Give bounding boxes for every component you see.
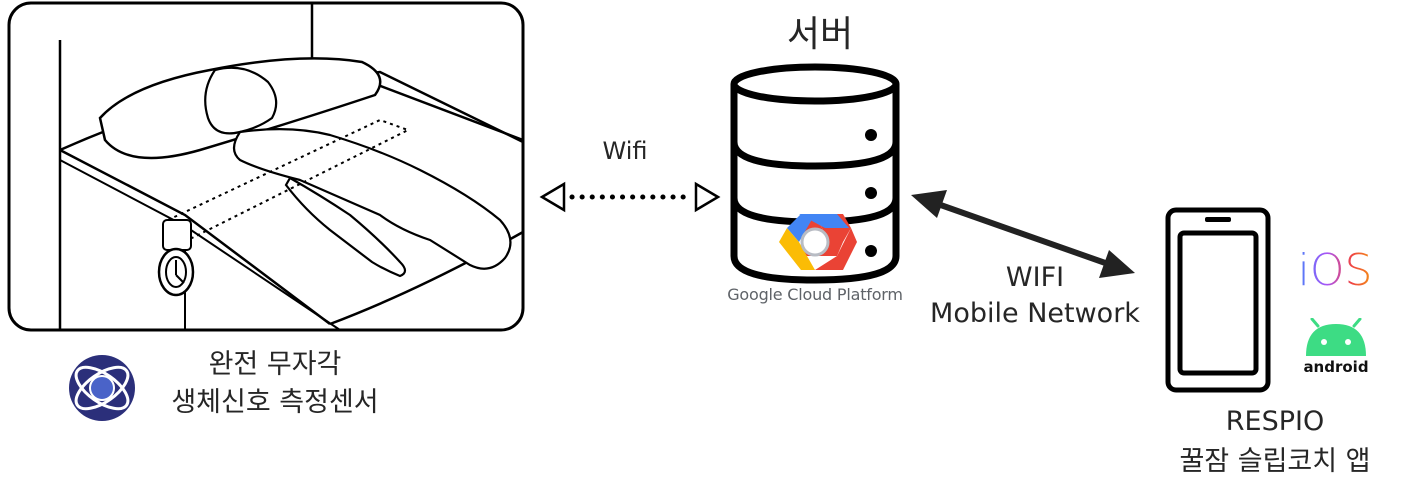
- gcp-logo-icon: [779, 214, 857, 270]
- server-app-link: [911, 190, 1135, 278]
- company-logo-icon: [69, 355, 135, 421]
- person-body: [232, 128, 512, 270]
- gcp-label: Google Cloud Platform: [727, 285, 903, 304]
- app-caption: RESPIO 꿀잠 슬립코치 앱: [1160, 402, 1390, 482]
- bed-sensor-illustration: [7, 1, 525, 332]
- app-caption-line2: 꿀잠 슬립코치 앱: [1179, 446, 1371, 477]
- arrow-right-icon: [1099, 250, 1135, 278]
- sensor-caption-line1: 완전 무자각: [208, 349, 342, 380]
- arrow-right-icon: [694, 181, 721, 213]
- android-label: android: [1303, 358, 1369, 376]
- wifi-link-label: Wifi: [602, 137, 648, 165]
- sensor-strip: [166, 118, 411, 240]
- arrow-left-icon: [911, 190, 947, 218]
- network-label-line2: Mobile Network: [930, 298, 1140, 329]
- person-arm: [284, 176, 407, 278]
- sensor-caption: 완전 무자각 생체신호 측정센서: [150, 346, 400, 422]
- sensor-caption-line2: 생체신호 측정센서: [171, 387, 379, 418]
- server-database-icon: [730, 63, 900, 284]
- android-robot-icon: [1306, 318, 1366, 356]
- sensor-server-link: [539, 181, 721, 213]
- ios-label: iOS: [1294, 243, 1376, 299]
- arrow-left-icon: [539, 181, 566, 213]
- smartphone-icon: [1165, 207, 1271, 393]
- server-title: 서버: [786, 14, 854, 55]
- network-label: WIFI Mobile Network: [925, 260, 1145, 332]
- network-label-line1: WIFI: [1005, 262, 1065, 293]
- person-head: [204, 66, 278, 135]
- app-caption-line1: RESPIO: [1225, 406, 1325, 437]
